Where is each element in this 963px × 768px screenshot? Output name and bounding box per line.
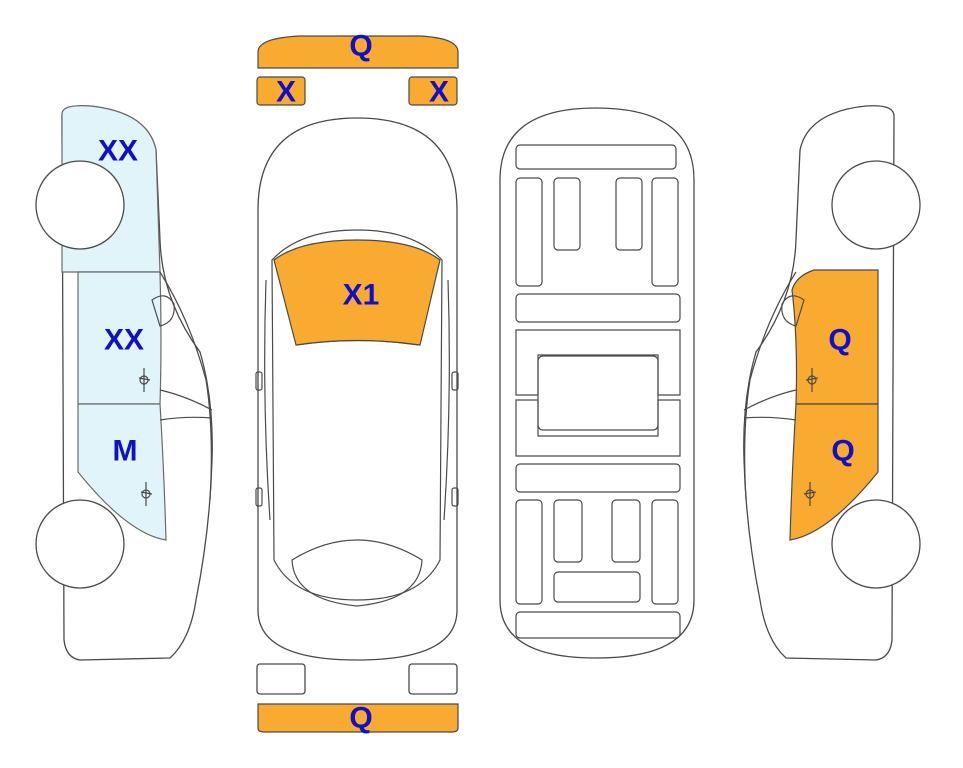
right-side-mirror [781,295,805,327]
label-hood: X1 [343,279,380,312]
right-front-door-panel[interactable] [791,269,879,405]
underbody-rear-rail [515,611,681,639]
underbody-rear-tank [553,571,641,603]
underbody-left-rear-rail [515,499,543,605]
top-view-cabin-outline [271,229,443,601]
underbody-view [499,107,695,659]
left-front-door-lock [139,375,149,385]
right-taillight [408,663,458,695]
left-side-window-line [159,389,213,411]
hood-panel[interactable] [273,239,441,346]
top-view-right-handle [451,487,459,507]
rear-bumper-panel[interactable] [257,703,459,733]
underbody-center-pan [537,355,659,431]
right-side-window-line [743,389,797,411]
right-front-wheel [831,160,921,250]
label-left-front-door: XX [104,324,144,357]
label-rear-bumper: Q [349,702,372,735]
right-front-door-lock [807,375,817,385]
right-rear-door-lock [805,489,815,499]
label-right-front-door: Q [828,324,851,357]
right-side-roofline [744,271,797,501]
right-rear-door-panel[interactable] [789,403,879,541]
label-right-headlight: X [429,76,449,109]
underbody-left-front-mount [553,177,581,251]
left-side-view [35,105,213,661]
underbody-left-rear-mount [553,499,583,563]
label-left-front-fender: XX [98,135,138,168]
underbody-right-front-rail [651,177,679,287]
damage-labels: Q X X X1 Q XX XX M Q Q [98,30,855,735]
right-rear-wheel [831,499,921,589]
left-side-window-line-2 [159,416,213,421]
underbody-left-front-rail [515,177,543,287]
left-rear-wheel [35,499,125,589]
left-front-wheel [35,160,125,250]
top-view-left-window [264,279,271,521]
left-headlight-panel[interactable] [256,76,306,106]
left-taillight [256,663,306,695]
underbody-front-crossmember [515,293,681,323]
top-view-left-handle [255,487,263,507]
right-headlight-panel[interactable] [408,76,458,106]
left-side-mirror [151,295,175,327]
right-side-view [743,105,921,661]
top-view-right-mirror [451,371,459,391]
label-left-headlight: X [276,76,296,109]
front-bumper-panel[interactable] [257,35,459,69]
label-front-bumper: Q [349,30,372,63]
left-rear-door-panel[interactable] [77,403,167,541]
underbody-center-frame-top [515,329,681,396]
underbody-front-rail [515,144,677,170]
underbody-center-frame-bottom [515,399,681,457]
top-view-rear-window [291,539,423,607]
left-rear-door-lock [141,489,151,499]
underbody-right-front-mount [615,177,643,251]
label-left-rear-door: M [113,435,138,468]
left-side-roofline [159,271,212,501]
underbody-outline [499,107,695,659]
top-view-left-mirror [255,371,263,391]
label-right-rear-door: Q [831,435,854,468]
underbody-right-rear-mount [611,499,641,563]
right-side-window-line-2 [743,416,797,421]
underbody-rear-crossmember [515,463,681,493]
top-view-right-window [443,279,450,521]
top-view [255,35,459,733]
underbody-right-rear-rail [651,499,679,605]
